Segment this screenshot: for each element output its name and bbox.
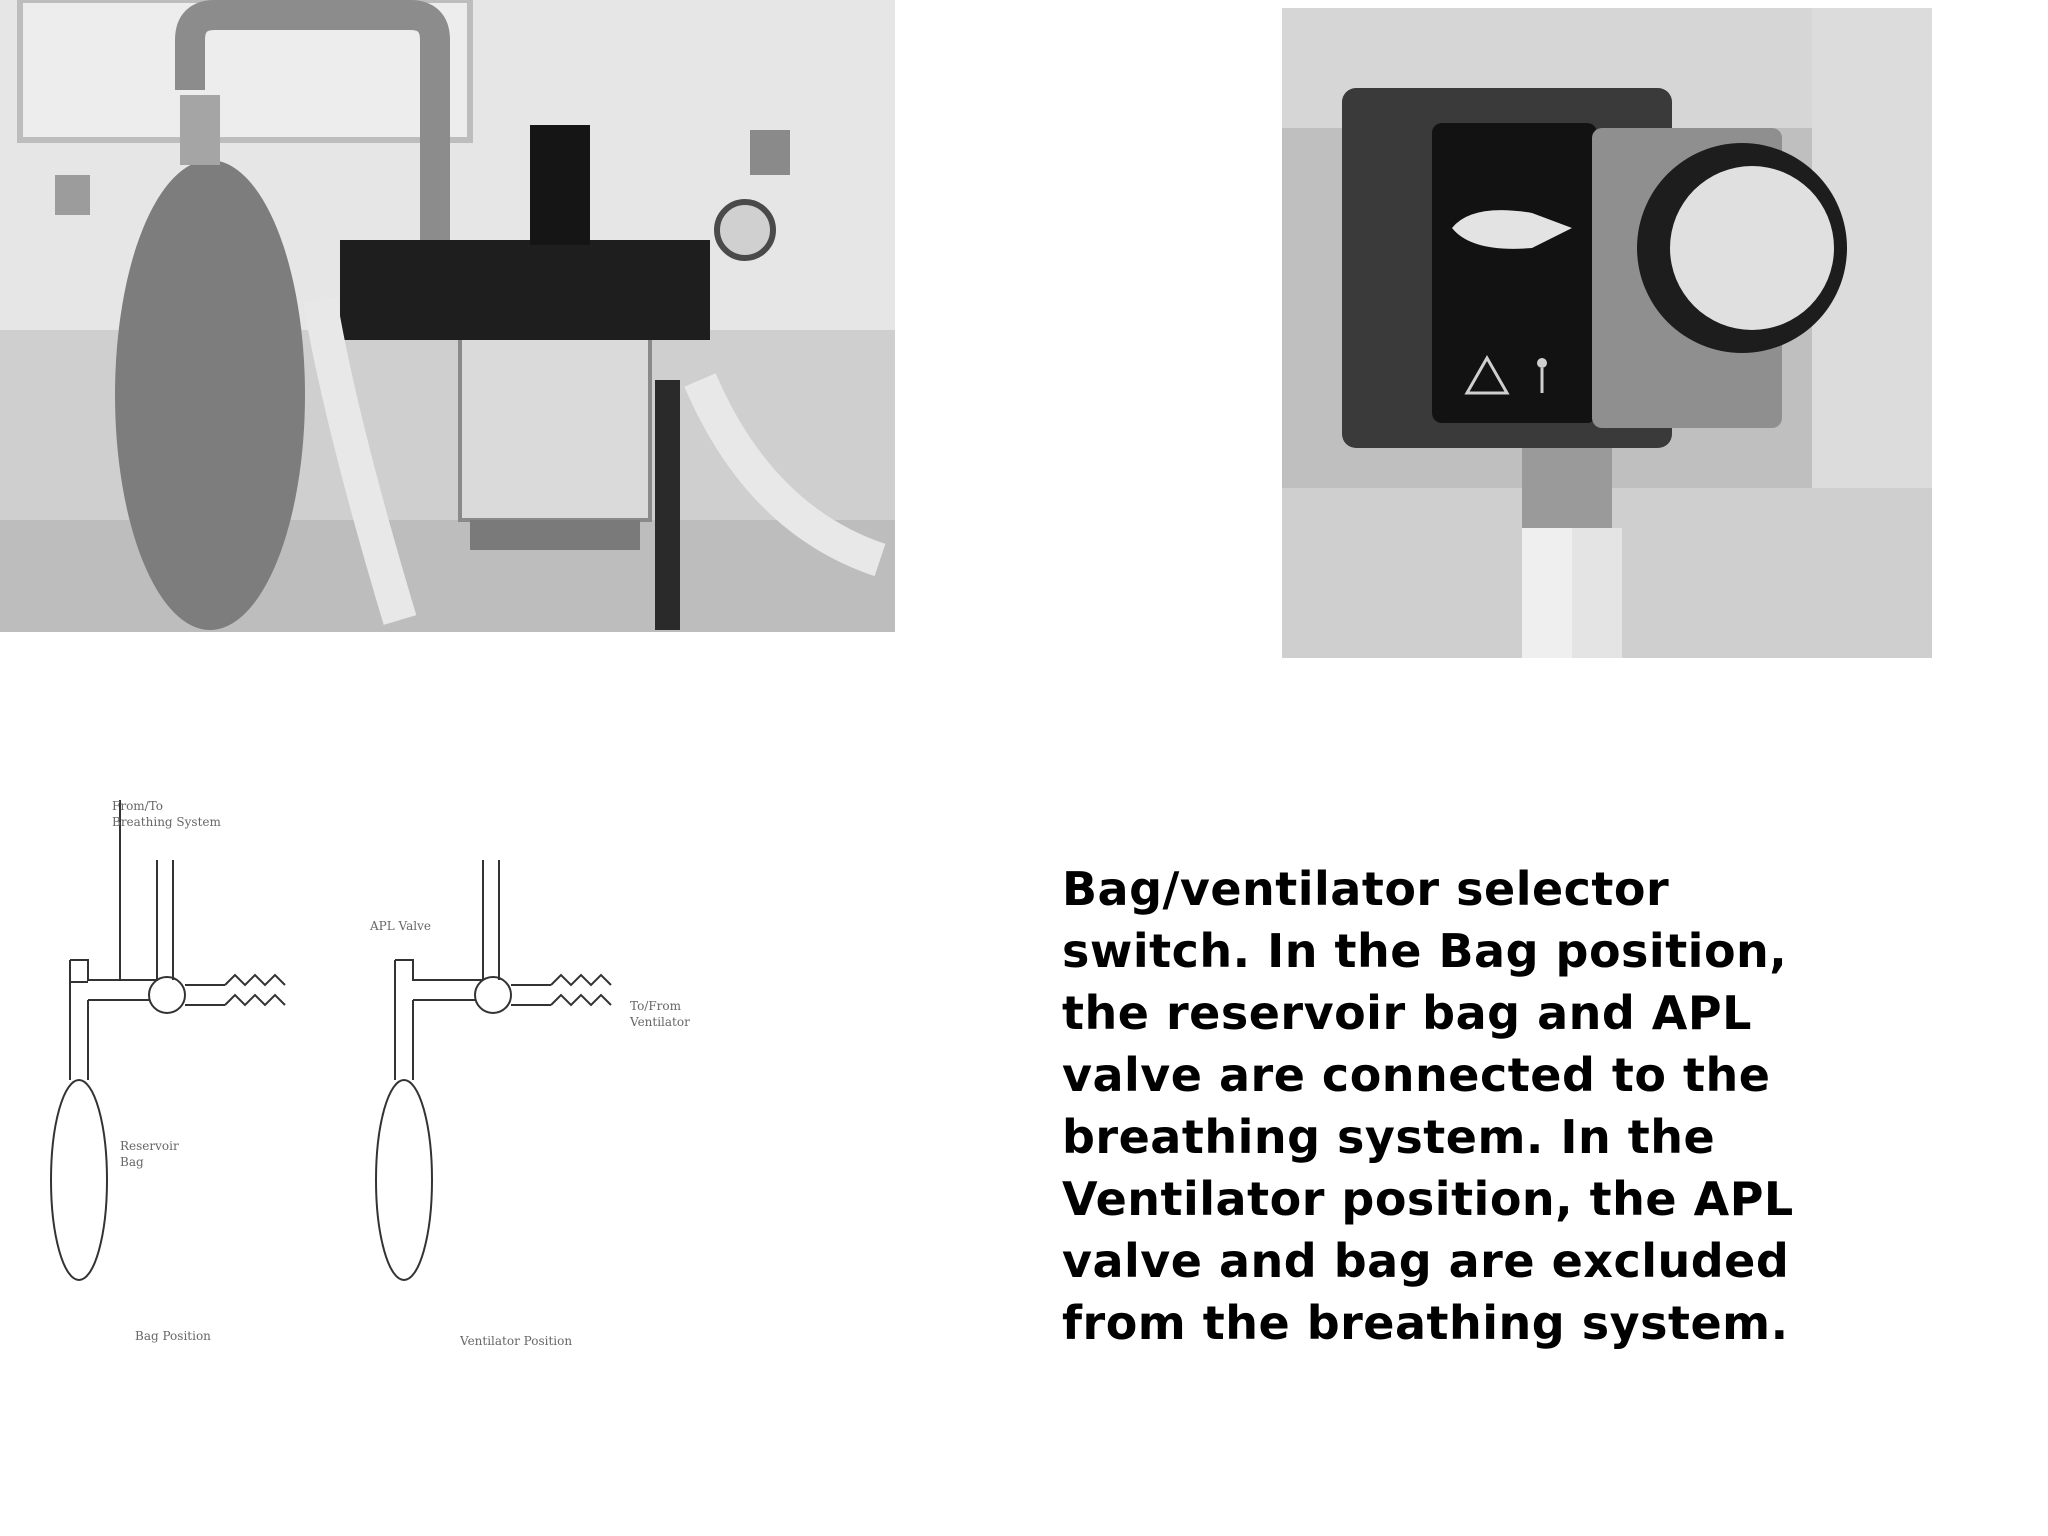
selector-switch-photo <box>1282 8 1932 658</box>
breathing-system-photo-graphic <box>0 0 895 632</box>
apl-valve-label: APL Valve <box>369 919 431 933</box>
selector-switch-photo-graphic <box>1282 8 1932 658</box>
breathing-system-photo <box>0 0 895 632</box>
bag-position-label: Bag Position <box>135 1329 211 1343</box>
ventilator-position-label: Ventilator Position <box>459 1334 572 1348</box>
caption-text: Bag/ventilator selector switch. In the B… <box>1062 862 1794 1350</box>
